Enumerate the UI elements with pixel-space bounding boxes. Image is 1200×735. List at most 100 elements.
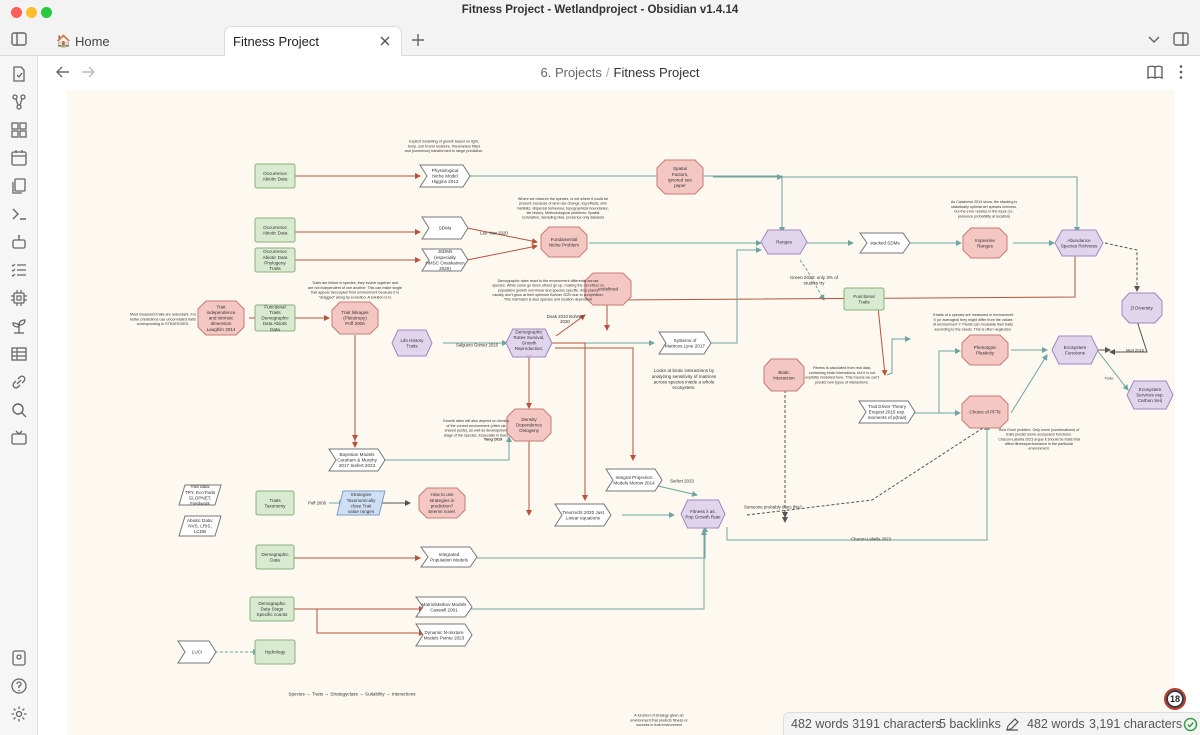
settings-gear-icon[interactable] (9, 704, 29, 724)
open-quick-switcher-icon[interactable] (9, 64, 29, 84)
status-backlinks[interactable]: 5 backlinks (939, 717, 1001, 731)
diagram-node-intpop[interactable] (420, 546, 478, 568)
diagram-node-occ2[interactable] (254, 217, 296, 243)
left-sidebar-toggle-icon[interactable] (10, 30, 28, 48)
diagram-node-traitstax[interactable] (255, 490, 295, 516)
tab-home-label: Home (74, 33, 110, 49)
diagram-node-abioticdata[interactable] (178, 515, 222, 537)
diagram-node-phys[interactable] (419, 164, 471, 188)
zoom-window-button[interactable] (41, 7, 52, 18)
diagram-edge (903, 348, 961, 414)
diagram-node-howuse[interactable] (418, 487, 466, 519)
canvas-icon[interactable] (9, 120, 29, 140)
diagram-node-densdep[interactable] (506, 408, 552, 442)
diagram-label-ranges: Ranges (776, 240, 793, 245)
diagram-label-linkages_note: Traits are linked in species, they evolv… (308, 281, 402, 299)
chevron-down-icon[interactable] (1146, 31, 1162, 47)
diagram-node-dynamic[interactable] (415, 623, 473, 647)
search-icon[interactable] (9, 400, 29, 420)
diagram-label-beta: β Diversity (1131, 306, 1153, 311)
table-icon[interactable] (9, 344, 29, 364)
sync-status-icon[interactable] (1183, 717, 1198, 732)
diagram-node-imprecise[interactable] (962, 227, 1008, 259)
diagram-node-stacked[interactable] (859, 232, 911, 254)
book-open-icon[interactable] (1146, 63, 1164, 81)
close-tab-icon[interactable] (377, 33, 393, 49)
robot-icon[interactable] (9, 232, 29, 252)
diagram-label-poff: Poff 2006 (308, 500, 327, 505)
tv-icon[interactable] (9, 428, 29, 448)
diagram-node-demorates[interactable] (505, 328, 553, 358)
diagram-node-lucas[interactable] (177, 640, 217, 664)
diagram-node-choicepfts[interactable] (961, 395, 1009, 429)
task-list-icon[interactable] (9, 260, 29, 280)
more-options-icon[interactable] (1172, 63, 1190, 81)
diagram-node-fund[interactable] (540, 226, 588, 258)
link-icon[interactable] (9, 372, 29, 392)
diagram-node-treurnicht[interactable] (554, 503, 612, 527)
new-tab-icon[interactable] (408, 30, 428, 50)
diagram-node-phenoplast[interactable] (961, 334, 1009, 366)
breadcrumb-current[interactable]: Fitness Project (613, 65, 700, 80)
tab-fitness-project-label: Fitness Project (233, 34, 319, 49)
breadcrumb-parent[interactable]: 6. Projects (540, 65, 602, 80)
diagram-node-functraits_small[interactable] (843, 287, 885, 311)
diagram-node-traitindep[interactable] (197, 300, 245, 336)
title-bar: Fitness Project - Wetlandproject - Obsid… (0, 0, 1200, 24)
diagram-node-bioint[interactable] (763, 358, 805, 392)
diagram-node-strategies[interactable] (336, 490, 386, 516)
diagram-label-abioticdata: Abiotic Data:NVS, LRIS,LCDB (187, 518, 213, 534)
diagram-node-demodata[interactable] (255, 544, 295, 570)
diagram-node-fitness[interactable] (680, 499, 726, 529)
diagram-node-sdms[interactable] (421, 216, 469, 240)
back-arrow-icon[interactable] (54, 63, 72, 81)
right-sidebar-toggle-icon[interactable] (1172, 30, 1190, 48)
diagram-node-beta[interactable] (1121, 292, 1163, 324)
diagram-node-ecoserv[interactable] (1126, 380, 1174, 410)
notification-badge[interactable]: 18 (1164, 688, 1186, 710)
vault-switcher-icon[interactable] (9, 648, 29, 668)
plant-icon[interactable] (9, 316, 29, 336)
diagram-node-abundance[interactable] (1054, 229, 1104, 257)
diagram-node-sysmatrices[interactable] (658, 331, 712, 355)
terminal-icon[interactable] (9, 204, 29, 224)
diagram-edge (1096, 349, 1129, 391)
diagram-node-lifehist[interactable] (391, 329, 433, 357)
close-window-button[interactable] (11, 7, 22, 18)
copy-files-icon[interactable] (9, 176, 29, 196)
diagram-label-linkages: Trait linkages(Pleiotropy)Poff 2006 (341, 310, 369, 326)
pen-icon[interactable] (1004, 717, 1020, 733)
diagram-node-bayesian[interactable] (328, 448, 386, 472)
diagram-node-matrix[interactable] (415, 596, 473, 618)
calendar-icon[interactable] (9, 148, 29, 168)
diagram-node-hydrology[interactable] (254, 639, 296, 665)
diagram-node-ecofunc[interactable] (1051, 335, 1099, 365)
diagram-node-traitdriver[interactable] (858, 400, 916, 424)
diagram-node-demostage[interactable] (249, 596, 295, 622)
diagram-edge (316, 609, 425, 636)
graph-view-icon[interactable] (9, 92, 29, 112)
help-icon[interactable] (9, 676, 29, 696)
tab-fitness-project[interactable]: Fitness Project (224, 26, 402, 56)
diagram-node-integral[interactable] (605, 468, 663, 492)
diagram-node-traitdata[interactable] (178, 484, 222, 506)
diagram-node-functraits[interactable] (254, 304, 296, 332)
forward-arrow-icon[interactable] (79, 63, 97, 81)
diagram-edge (470, 175, 785, 233)
cpu-icon[interactable] (9, 288, 29, 308)
diagram-node-linkages[interactable] (331, 301, 379, 335)
diagram-node-ranges[interactable] (760, 229, 808, 255)
diagram-node-occ3[interactable] (254, 247, 296, 273)
tab-home[interactable]: 🏠 Home (52, 28, 222, 54)
minimize-window-button[interactable] (26, 7, 37, 18)
diagram-node-jsdm[interactable] (421, 248, 469, 272)
diagram-node-demo_comp_placeholder[interactable] (584, 272, 632, 306)
diagram-node-spatial[interactable] (656, 159, 704, 195)
diagram-node-occ1[interactable] (254, 163, 296, 189)
